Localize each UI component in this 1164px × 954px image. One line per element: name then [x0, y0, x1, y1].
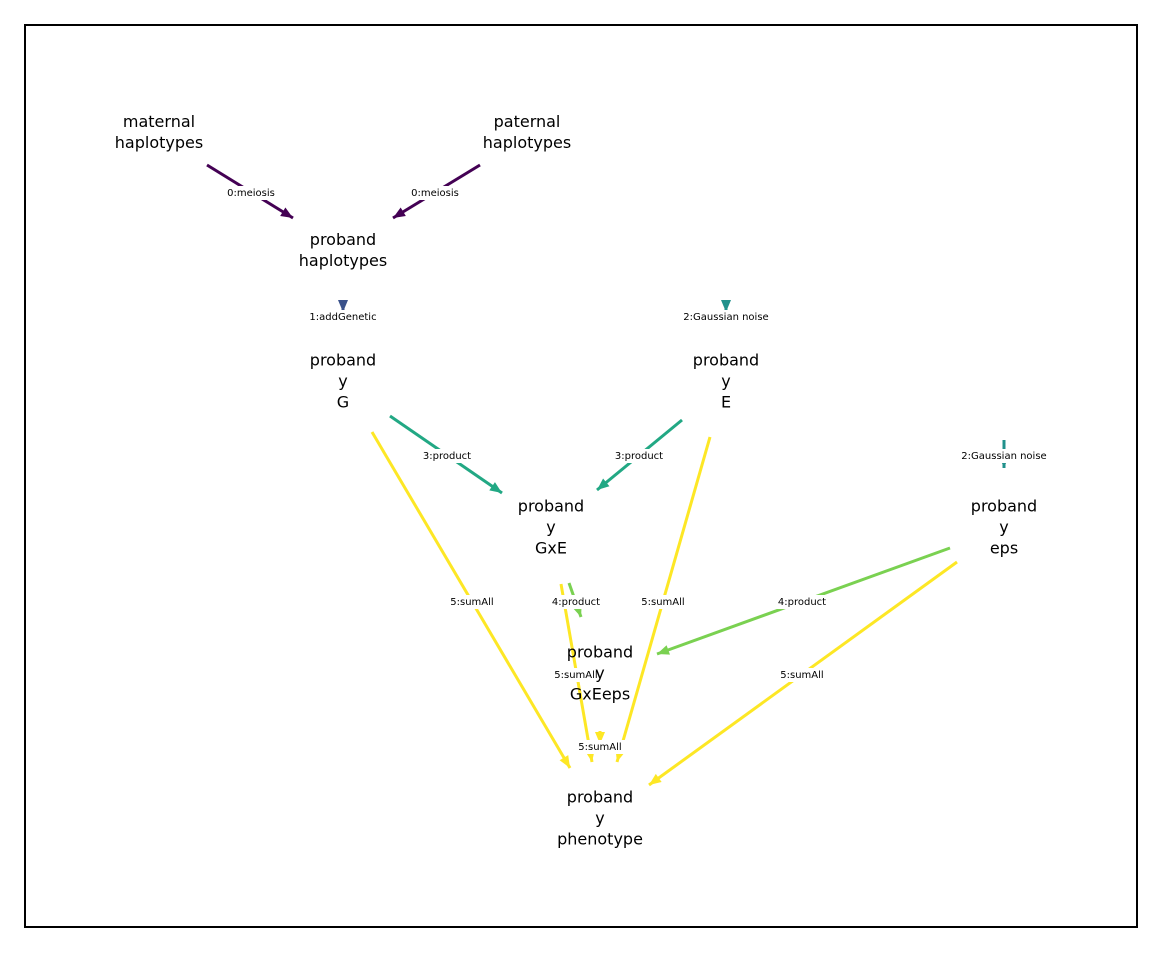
node-label-line: proband: [971, 497, 1037, 516]
edge-arrowhead: [657, 645, 670, 655]
node-maternal-haplotypes: maternal haplotypes: [115, 112, 203, 152]
edge-label-background: [418, 449, 476, 463]
edge-label-background: [446, 595, 498, 609]
node-label-line: y: [595, 809, 604, 828]
edge-arrowhead: [338, 300, 348, 312]
node-label-line: GxE: [535, 539, 567, 558]
node-label-line: y: [721, 372, 730, 391]
node-label-line: phenotype: [557, 830, 643, 849]
node-label-line: maternal: [123, 112, 195, 131]
edge-label-background: [676, 310, 776, 324]
edge-label: 0:meiosis: [411, 188, 459, 199]
edge-label: 4:product: [778, 597, 826, 608]
edge-label-background: [954, 449, 1054, 463]
edge-label-background: [637, 595, 689, 609]
node-label-line: proband: [310, 351, 376, 370]
edge-label: 3:product: [615, 451, 663, 462]
node-label-line: proband: [310, 230, 376, 249]
node-proband-y-E: proband yE: [693, 351, 759, 412]
edge-arrowhead: [393, 207, 406, 218]
node-label-line: haplotypes: [483, 133, 571, 152]
edge-label-background: [776, 668, 828, 682]
edge-label: 4:product: [552, 597, 600, 608]
edge-arrowhead: [280, 207, 293, 218]
edge-label: 2:Gaussian noise: [683, 312, 768, 323]
edge-label-background: [773, 595, 831, 609]
node-label-line: y: [999, 518, 1008, 537]
edge-arrowhead: [597, 478, 610, 490]
edge-label: 5:sumAll: [554, 670, 597, 681]
edge-label: 0:meiosis: [227, 188, 275, 199]
edge-label-background: [574, 740, 626, 754]
node-label-line: proband: [693, 351, 759, 370]
edge-label-background: [547, 595, 605, 609]
node-label-line: G: [337, 393, 349, 412]
node-label-line: proband: [567, 643, 633, 662]
node-paternal-haplotypes: paternal haplotypes: [483, 112, 571, 152]
node-label-line: proband: [567, 788, 633, 807]
edge-arrowhead: [559, 755, 570, 768]
edge-label-background: [406, 186, 464, 200]
edge-label: 5:sumAll: [450, 597, 493, 608]
diagram-frame: [24, 24, 1138, 928]
node-label-line: haplotypes: [299, 251, 387, 270]
edge-label: 2:Gaussian noise: [961, 451, 1046, 462]
node-label-line: y: [338, 372, 347, 391]
node-label-line: GxEeps: [570, 685, 630, 704]
edge-label-background: [305, 310, 381, 324]
edge-label: 3:product: [423, 451, 471, 462]
node-proband-haplotypes: proband haplotypes: [299, 230, 387, 270]
node-label-line: proband: [518, 497, 584, 516]
edge-label-background: [550, 668, 602, 682]
node-proband-y-phenotype: proband y phenotype: [557, 788, 643, 849]
edge-label: 5:sumAll: [578, 742, 621, 753]
edge-arrowhead: [721, 300, 731, 312]
edge-label-background: [222, 186, 280, 200]
node-label-line: eps: [990, 539, 1018, 558]
nodes-layer: maternalhaplotypespaternalhaplotypesprob…: [115, 112, 1037, 849]
node-label-line: E: [721, 393, 731, 412]
node-label-line: haplotypes: [115, 133, 203, 152]
node-label-line: y: [595, 664, 604, 683]
edge-label-background: [610, 449, 668, 463]
edge-label: 5:sumAll: [641, 597, 684, 608]
edge-label: 5:sumAll: [780, 670, 823, 681]
node-label-line: paternal: [494, 112, 561, 131]
edge-labels-layer: 0:meiosis 0:meiosis 1:addGenetic 2:Gaussian…: [222, 186, 1054, 754]
edge-label: 1:addGenetic: [309, 312, 376, 323]
node-proband-y-G: proband yG: [310, 351, 376, 412]
node-proband-y-eps: proband y eps: [971, 497, 1037, 558]
node-label-line: y: [546, 518, 555, 537]
edge-arrowhead: [489, 482, 502, 493]
edge-arrowhead: [649, 773, 662, 785]
edge-arrowhead: [595, 732, 605, 744]
